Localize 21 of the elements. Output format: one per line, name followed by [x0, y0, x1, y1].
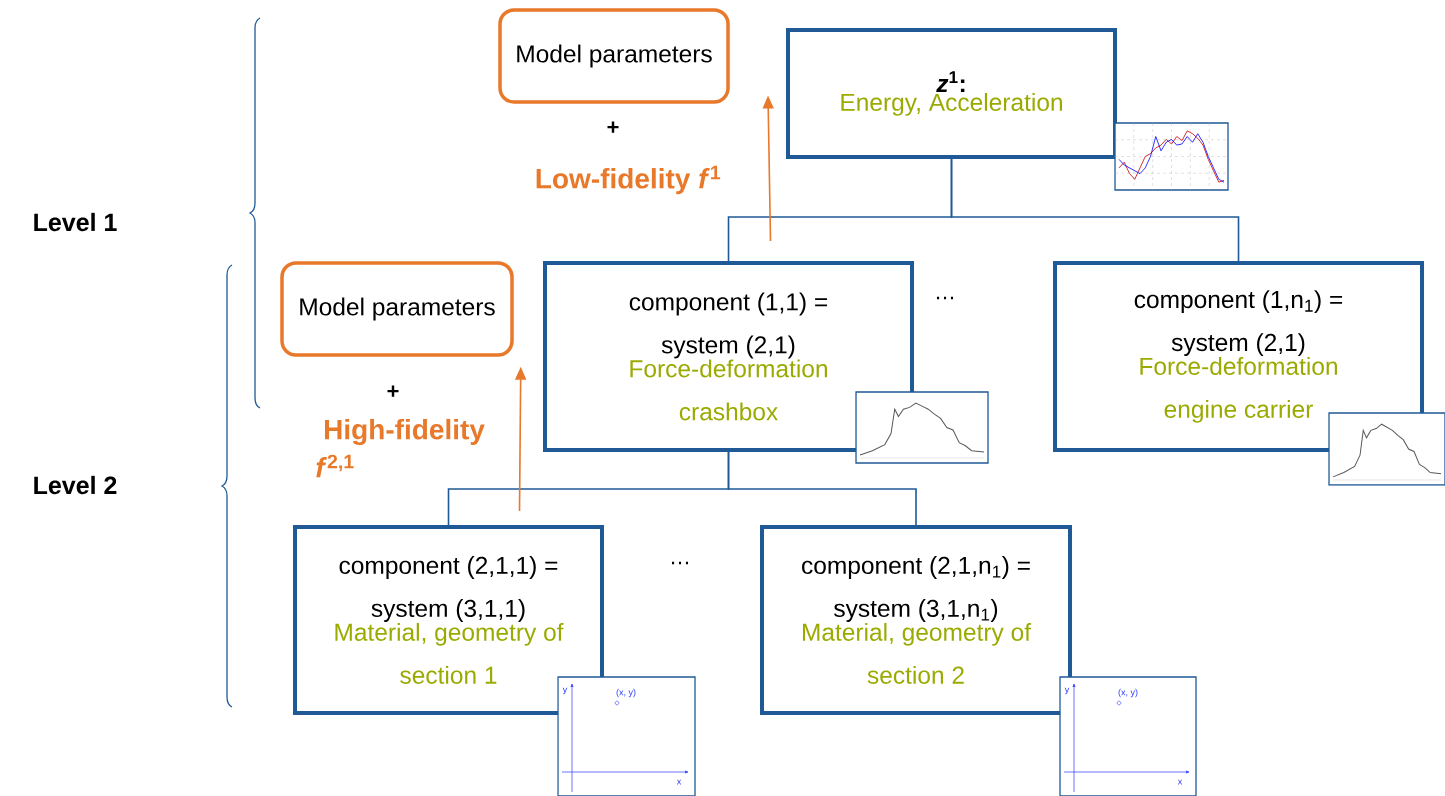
- connector: [950, 158, 1240, 262]
- level-label: Level 1: [34, 212, 117, 232]
- axis-label: y: [1064, 687, 1070, 695]
- axis-label: (x, y): [616, 688, 636, 698]
- axis-label: y: [562, 687, 568, 695]
- connector: [727, 451, 917, 526]
- axis-label: x: [1177, 779, 1183, 785]
- parameter-box: Model parameters: [498, 8, 730, 104]
- parameter-box: Model parameters: [280, 261, 514, 357]
- fidelity-label: High-fidelity: [325, 418, 485, 446]
- ellipsis: …: [937, 296, 954, 300]
- plus-sign: +: [387, 385, 399, 397]
- component-box: component (1,n$_{1}$) = system (2,1) Force-deformation engine carrier: [1053, 261, 1424, 452]
- level-label: Level 2: [34, 475, 117, 495]
- component-box: z$^{1}$: Energy, Acceleration: [786, 28, 1117, 159]
- axis-label: (x, y): [1118, 688, 1138, 698]
- axis-label: x: [676, 779, 682, 785]
- fidelity-label: f$^{2,1}$: [316, 454, 354, 478]
- ellipsis: …: [672, 561, 689, 565]
- fidelity-label: Low-fidelity f$^{1}$: [536, 165, 721, 195]
- component-box: component (1,1) = system (2,1) Force-deformation crashbox: [543, 261, 914, 452]
